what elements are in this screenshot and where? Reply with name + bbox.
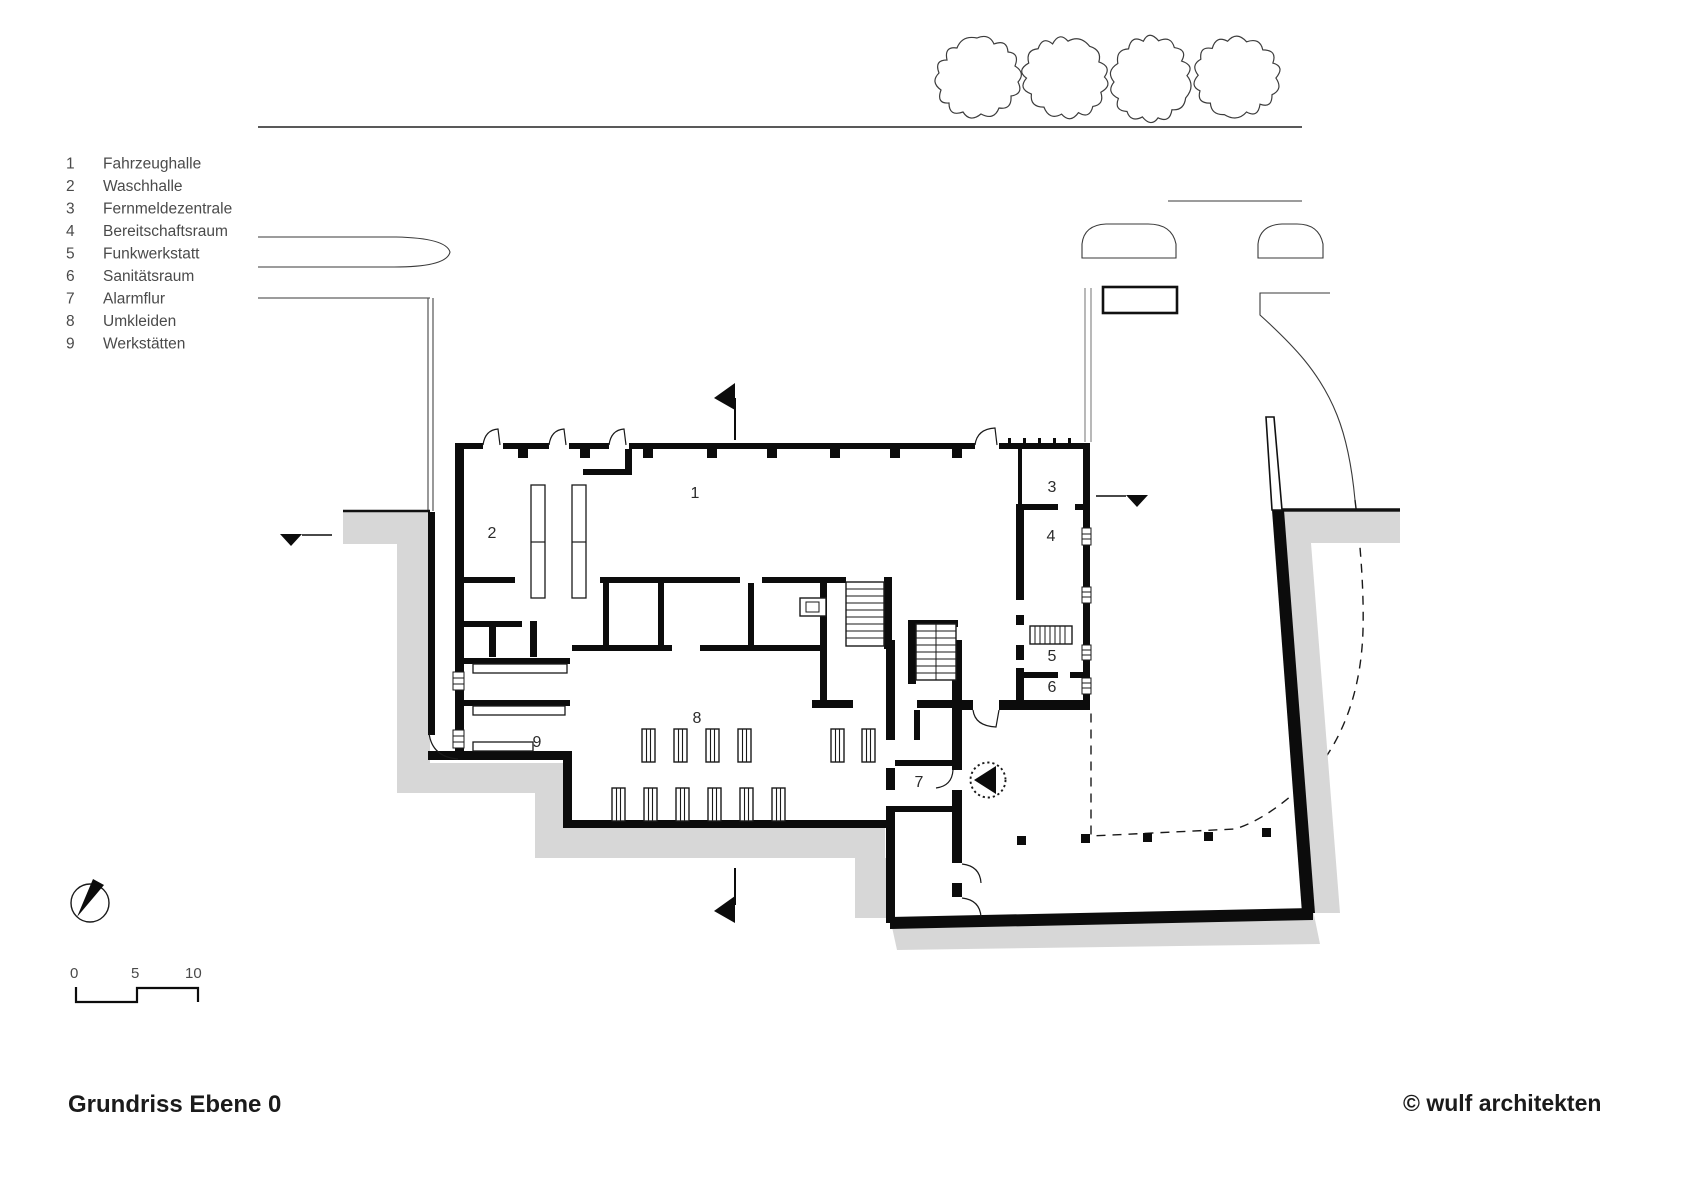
column-marker [1143, 833, 1152, 842]
stairs-icon [845, 581, 1073, 681]
building [428, 416, 1315, 929]
canopy-outline-right-1 [1081, 223, 1177, 259]
legend-number: 8 [66, 313, 75, 330]
scale-tick-10: 10 [185, 965, 202, 982]
shadow-region [535, 827, 885, 858]
room-label-3: 3 [1048, 479, 1057, 496]
canopy-outline-left [258, 236, 451, 268]
scale-tick-0: 0 [70, 965, 78, 982]
shadow-region [397, 763, 565, 793]
curtain-wall-ticks [1008, 438, 1071, 449]
workbenches [472, 663, 568, 752]
legend-label: Funkwerkstatt [103, 246, 200, 263]
north-arrow-icon [70, 879, 110, 923]
legend-number: 5 [66, 246, 75, 263]
legend-label: Bereitschaftsraum [103, 223, 228, 240]
column-marker [1204, 832, 1213, 841]
title-block: 0 5 10 Grundriss Ebene 0 © wulf architek… [68, 879, 1601, 1118]
hall-fixture [799, 597, 827, 617]
facade-columns [518, 449, 962, 458]
legend-label: Werkstätten [103, 336, 185, 353]
room-label-4: 4 [1047, 528, 1056, 545]
wash-lane-equipment [530, 484, 587, 599]
legend-label: Fahrzeughalle [103, 156, 201, 173]
room-label-9: 9 [533, 734, 542, 751]
planter-rectangle [1101, 285, 1179, 315]
shadow-region [535, 793, 567, 827]
column-marker [1262, 828, 1271, 837]
legend-label: Sanitätsraum [103, 268, 194, 285]
tree-icon [1093, 20, 1209, 138]
legend-label: Waschhalle [103, 178, 183, 195]
lockers [611, 728, 876, 822]
windows [452, 527, 1092, 749]
drive-curve [1259, 292, 1356, 501]
annotations: 2 1 3 4 5 6 7 8 9 [280, 383, 1148, 923]
room-label-1: 1 [691, 485, 700, 502]
corner-arc [428, 732, 459, 760]
door-arcs-north [482, 427, 998, 446]
copyright: © wulf architekten [1403, 1090, 1601, 1116]
elevator-icon [969, 761, 1007, 799]
shadow-region [1284, 543, 1340, 913]
legend-number: 2 [66, 178, 75, 195]
legend-number: 1 [66, 156, 75, 173]
legend-number: 9 [66, 336, 75, 353]
roof-overhang-dashed [1090, 499, 1364, 837]
legend-number: 4 [66, 223, 75, 240]
retaining-wall-outline [1265, 416, 1283, 511]
legend-label: Umkleiden [103, 313, 176, 330]
section-flag-bottom-icon [714, 868, 736, 923]
site-context [258, 17, 1364, 845]
tree-icon [1005, 17, 1126, 137]
door-arcs-interior [935, 709, 1000, 918]
legend-label: Fernmeldezentrale [103, 201, 232, 218]
canopy-outline-right-2 [1257, 223, 1324, 259]
column-marker [1017, 836, 1026, 845]
entrance-arrow-left-icon [280, 534, 332, 546]
scale-tick-5: 5 [131, 965, 139, 982]
legend-number: 7 [66, 291, 75, 308]
shadow-region [343, 512, 430, 544]
exterior-walls [428, 443, 1315, 929]
room-label-2: 2 [488, 525, 497, 542]
shadow-region [1284, 512, 1400, 543]
column-marker [1081, 834, 1090, 843]
legend-label: Alarmflur [103, 291, 165, 308]
page-title: Grundriss Ebene 0 [68, 1091, 281, 1118]
entrance-arrow-right-icon [1096, 495, 1148, 507]
scale-bar: 0 5 10 [70, 965, 202, 1004]
legend-number: 3 [66, 201, 75, 218]
room-label-7: 7 [915, 774, 924, 791]
tree-row [934, 17, 1292, 138]
room-label-5: 5 [1048, 648, 1057, 665]
tree-icon [1181, 23, 1292, 132]
tree-icon [934, 35, 1022, 119]
canopy-columns [1017, 828, 1271, 845]
scale-bar-shape [74, 986, 200, 1004]
section-flag-top-icon [714, 383, 736, 440]
room-label-6: 6 [1048, 679, 1057, 696]
shadow-region [397, 544, 430, 763]
legend: 1 Fahrzeughalle 2 Waschhalle 3 Fernmelde… [66, 156, 232, 353]
room-label-8: 8 [693, 710, 702, 727]
legend-number: 6 [66, 268, 75, 285]
